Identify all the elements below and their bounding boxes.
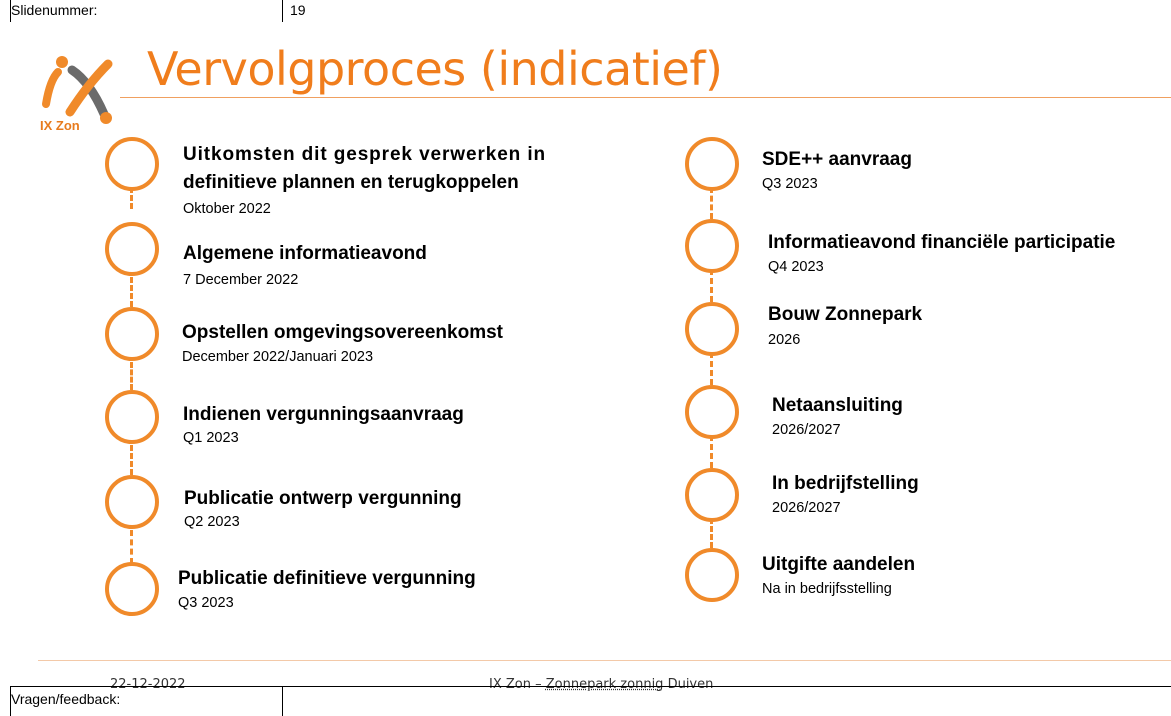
step-title: Opstellen omgevingsovereenkomst (182, 322, 503, 343)
footer-divider (38, 660, 1171, 661)
step-title: Uitgifte aandelen (762, 554, 916, 575)
step-date: 2026/2027 (772, 422, 841, 438)
table-border (10, 686, 1171, 687)
timeline-connector (710, 269, 713, 302)
timeline-connector (130, 362, 133, 390)
timeline-circle (105, 390, 159, 444)
step-title: Publicatie ontwerp vergunning (184, 488, 462, 509)
footer-date: 22-12-2022 (110, 677, 186, 692)
step-title: Informatieavond financiële participatie (768, 232, 1116, 253)
footer-text-suffix: Duiven (663, 677, 714, 692)
step-date: Q3 2023 (178, 595, 234, 611)
timeline-connector (130, 530, 133, 564)
logo-text: IX Zon (40, 118, 80, 133)
step-title: definitieve plannen en terugkoppelen (183, 172, 519, 193)
step-date: Oktober 2022 (183, 201, 271, 217)
timeline-connector (130, 187, 133, 209)
step-date: 2026 (768, 332, 801, 348)
timeline-circle (685, 548, 739, 602)
step-date: Q2 2023 (184, 514, 240, 530)
table-border (282, 0, 283, 22)
table-border (10, 0, 11, 22)
step-title: Indienen vergunningsaanvraag (183, 404, 464, 425)
timeline-connector (710, 352, 713, 385)
feedback-row: Vragen/feedback: (0, 686, 1171, 716)
step-title: Netaansluiting (772, 395, 903, 416)
slide-number-value: 19 (290, 2, 306, 18)
slide-title: Vervolgproces (indicatief) (147, 42, 723, 96)
title-divider (120, 97, 1171, 98)
table-border (282, 686, 283, 716)
step-date: Q4 2023 (768, 259, 824, 275)
footer-text: IX Zon – Zonnepark zonnig Duiven (489, 677, 713, 692)
timeline-circle (685, 302, 739, 356)
timeline-circle (685, 137, 739, 191)
timeline-connector (130, 445, 133, 475)
timeline-circle (685, 219, 739, 273)
timeline-circle (105, 475, 159, 529)
timeline-connector (710, 187, 713, 219)
step-title: Bouw Zonnepark (768, 304, 923, 325)
step-date: December 2022/Januari 2023 (182, 349, 374, 365)
step-title: SDE++ aanvraag (762, 149, 912, 170)
footer-text-underlined: Zonnepark zonnig (545, 677, 664, 692)
timeline-circle (105, 137, 159, 191)
step-title: In bedrijfstelling (772, 473, 919, 494)
slide-number-row: Slidenummer: 19 (0, 0, 1171, 24)
step-title: Algemene informatieavond (183, 243, 427, 264)
step-date: Na in bedrijfsstelling (762, 581, 892, 597)
timeline-connector (710, 518, 713, 548)
step-date: 2026/2027 (772, 500, 841, 516)
timeline-circle (105, 562, 159, 616)
step-date: Q1 2023 (183, 430, 239, 446)
table-border (10, 686, 11, 716)
ix-zon-logo (42, 56, 113, 124)
timeline-circle (685, 468, 739, 522)
slide-number-label: Slidenummer: (11, 2, 98, 18)
timeline-connector (130, 277, 133, 307)
timeline-circle (105, 307, 159, 361)
timeline-connector (710, 435, 713, 468)
step-date: Q3 2023 (762, 176, 818, 192)
step-date: 7 December 2022 (183, 272, 299, 288)
slide-image: IX Zon Vervolgproces (indicatief) Uitkom… (10, 22, 1171, 692)
step-title: Uitkomsten dit gesprek verwerken in (183, 144, 547, 165)
timeline-circle (105, 222, 159, 276)
footer-text-prefix: IX Zon – (489, 677, 546, 692)
step-title: Publicatie definitieve vergunning (178, 568, 476, 589)
feedback-label: Vragen/feedback: (11, 691, 121, 707)
timeline-circle (685, 385, 739, 439)
